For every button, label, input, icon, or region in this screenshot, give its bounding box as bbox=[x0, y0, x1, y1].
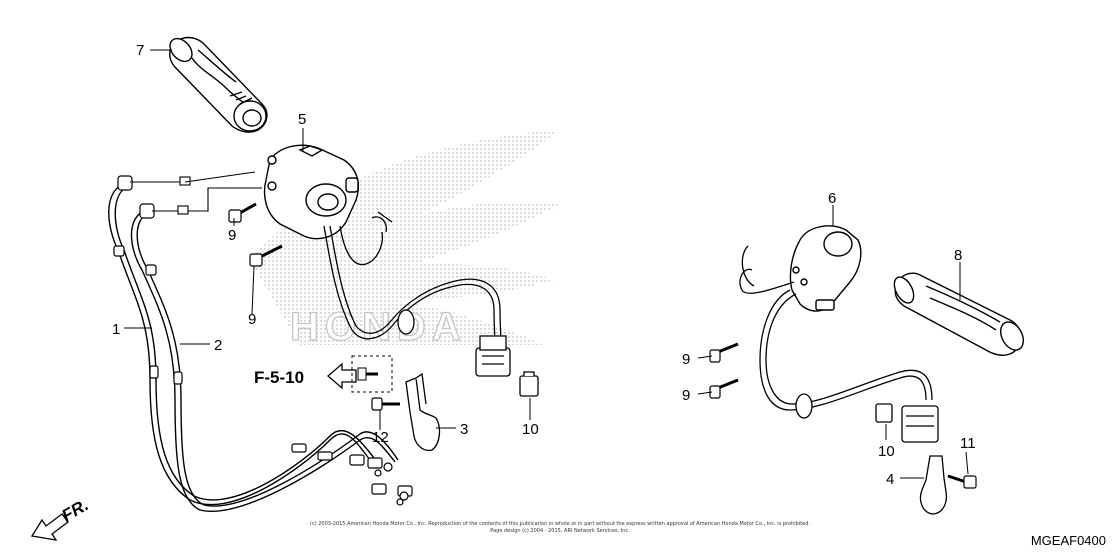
leader-lines bbox=[124, 49, 969, 479]
callout-3: 3 bbox=[460, 421, 468, 438]
callout-6: 6 bbox=[828, 190, 836, 207]
watermark-logo: HONDA bbox=[250, 130, 560, 350]
left-switch-harness bbox=[739, 245, 933, 419]
throttle-grip-7 bbox=[169, 36, 268, 133]
callout-9-upper-right: 9 bbox=[682, 351, 690, 368]
handlebar-grip-8 bbox=[893, 272, 1024, 356]
bolts-9-left bbox=[228, 202, 283, 267]
copyright-line-2: Page design (c) 2004 - 2015, ARI Network… bbox=[490, 528, 630, 534]
cable-ends bbox=[113, 175, 413, 506]
connector-10-left bbox=[519, 371, 539, 397]
reference-arrow bbox=[327, 355, 393, 393]
svg-text:HONDA: HONDA bbox=[290, 305, 467, 349]
callout-10-right: 10 bbox=[878, 443, 895, 460]
bolt-12 bbox=[371, 397, 400, 411]
bolt-11 bbox=[947, 474, 977, 489]
copyright-line-1: (c) 2003-2015 American Honda Motor Co., … bbox=[310, 521, 810, 527]
callout-9-upper-left: 9 bbox=[228, 227, 236, 244]
right-switch-5 bbox=[263, 144, 360, 240]
right-harness-connector bbox=[475, 335, 511, 377]
cable-hook-lines bbox=[130, 171, 262, 215]
callout-9-lower-right: 9 bbox=[682, 387, 690, 404]
bolts-9-right bbox=[709, 342, 739, 399]
callout-9-lower-left: 9 bbox=[248, 311, 256, 328]
left-switch-6 bbox=[789, 225, 862, 312]
right-switch-harness bbox=[323, 211, 502, 357]
callout-4: 4 bbox=[886, 471, 894, 488]
callout-1: 1 bbox=[112, 321, 120, 338]
clamp-bracket-4 bbox=[919, 455, 948, 515]
reference-label: F-5-10 bbox=[254, 368, 304, 387]
connector-10-right bbox=[875, 403, 893, 423]
callout-7: 7 bbox=[136, 42, 144, 59]
copyright-notice: (c) 2003-2015 American Honda Motor Co., … bbox=[300, 521, 820, 535]
left-harness-connector bbox=[901, 405, 939, 443]
callout-2: 2 bbox=[214, 337, 222, 354]
callout-12: 12 bbox=[372, 429, 389, 446]
callout-5: 5 bbox=[298, 111, 306, 128]
front-direction-arrow: FR. bbox=[30, 495, 92, 541]
callout-10-left: 10 bbox=[522, 421, 539, 438]
callout-11: 11 bbox=[960, 435, 976, 452]
callout-8: 8 bbox=[954, 247, 962, 264]
diagram-code: MGEAF0400 bbox=[1030, 533, 1106, 548]
clamp-bracket-3 bbox=[405, 372, 441, 452]
